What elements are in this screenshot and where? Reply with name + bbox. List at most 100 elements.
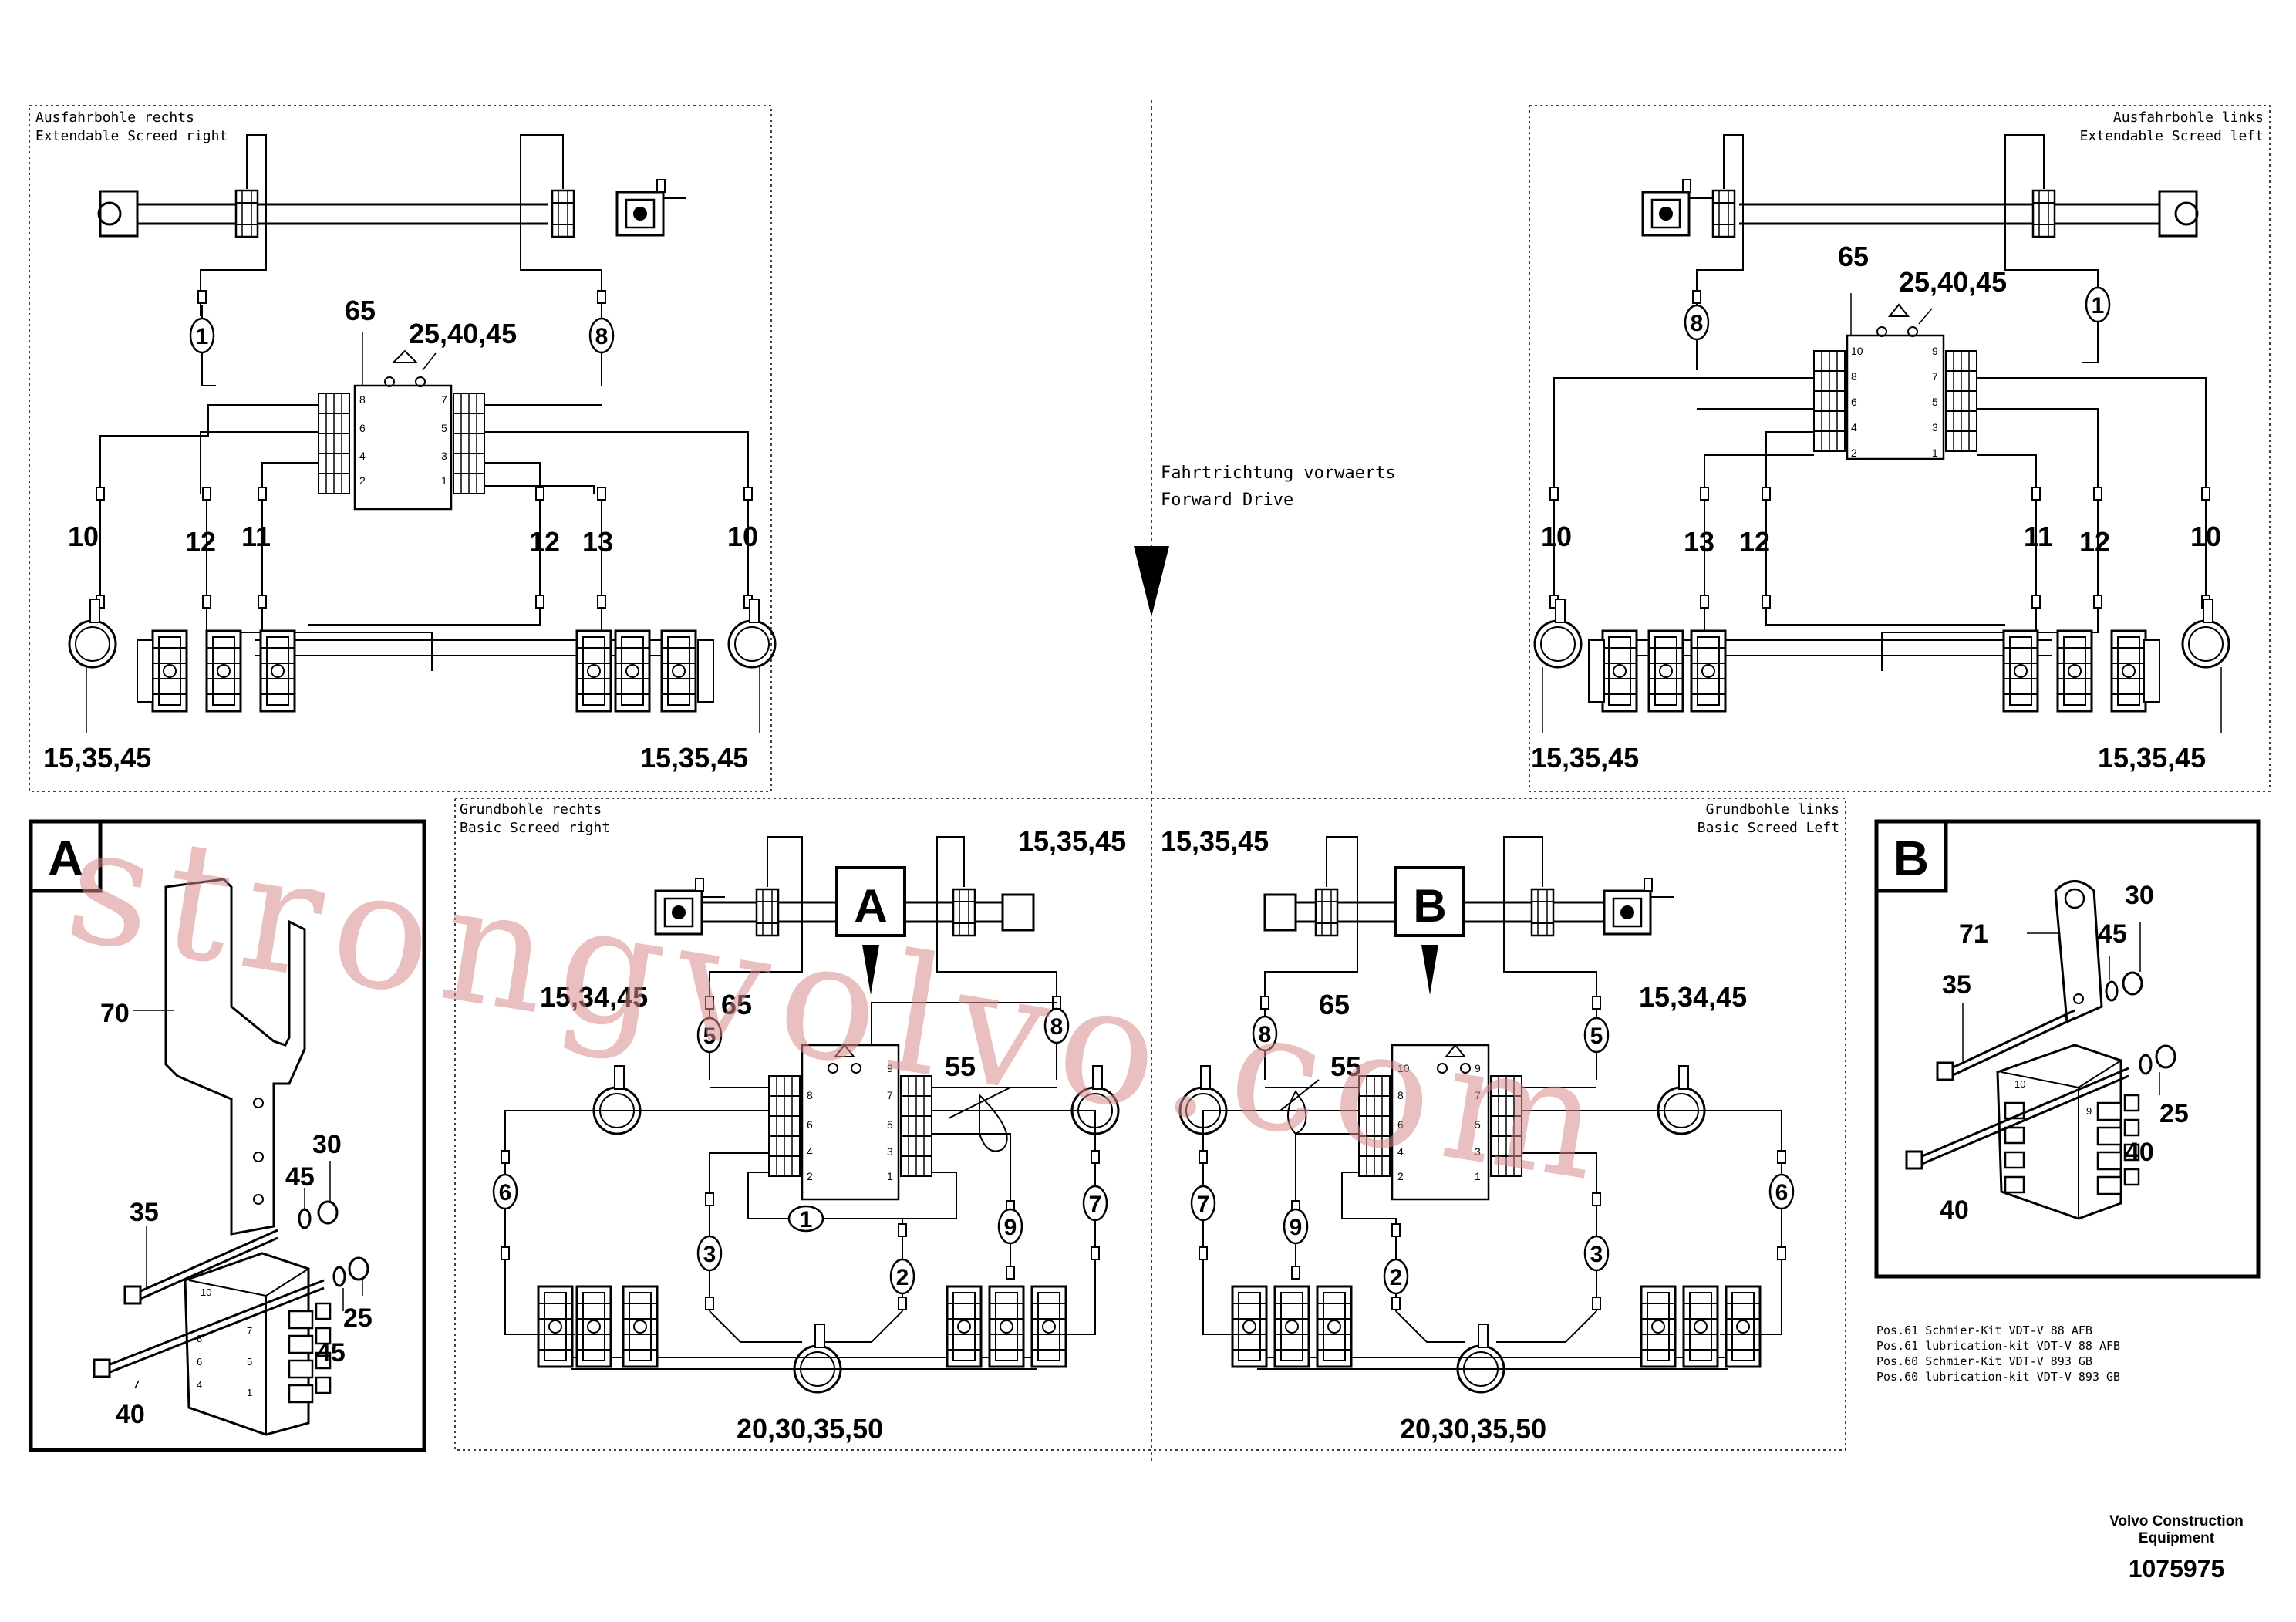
callout-15-35-45-basic-left: 15,35,45 <box>1161 825 1269 857</box>
svg-text:8: 8 <box>197 1333 202 1344</box>
svg-text:3: 3 <box>441 450 447 462</box>
callout-35-detail-a: 35 <box>130 1198 159 1227</box>
hose-3-basic-left: 3 <box>1583 1235 1610 1272</box>
svg-text:9: 9 <box>1932 345 1938 357</box>
svg-text:5: 5 <box>441 422 447 434</box>
callout-30-detail-a: 30 <box>312 1130 342 1159</box>
svg-text:9: 9 <box>1290 1215 1303 1240</box>
callout-15-35-45-ext-right-a: 15,35,45 <box>43 742 151 774</box>
callout-45-detail-a-upper: 45 <box>285 1162 315 1192</box>
callout-30-detail-b: 30 <box>2125 881 2154 910</box>
hose-8-ext-right: 8 <box>588 317 615 354</box>
callout-15-34-45-basic-left: 15,34,45 <box>1639 981 1747 1013</box>
svg-text:9: 9 <box>2086 1105 2092 1117</box>
svg-text:8: 8 <box>1259 1022 1272 1047</box>
detail-a-panel <box>29 819 426 1452</box>
svg-text:9: 9 <box>1004 1215 1017 1240</box>
kit-note-4: Pos.60 lubrication-kit VDT-V 893 GB <box>1876 1370 2120 1384</box>
svg-text:1: 1 <box>441 474 447 487</box>
basic-right-diagram <box>501 836 1120 1394</box>
ext-right-title-en: Extendable Screed right <box>35 128 228 144</box>
drawing-number: 1075975 <box>2129 1555 2225 1583</box>
callout-45-detail-b: 45 <box>2098 919 2127 949</box>
direction-label-de: Fahrtrichtung vorwaerts <box>1161 464 1396 483</box>
svg-text:6: 6 <box>1851 396 1857 408</box>
svg-text:8: 8 <box>1397 1089 1404 1101</box>
svg-text:1: 1 <box>887 1170 893 1182</box>
callout-10-ext-left-b: 10 <box>2190 521 2221 552</box>
svg-text:8: 8 <box>1851 370 1857 383</box>
company-name-line1: Volvo Construction <box>2109 1513 2244 1529</box>
callout-65-basic-right: 65 <box>721 989 752 1020</box>
callout-70: 70 <box>100 999 130 1028</box>
kit-note-3: Pos.60 Schmier-Kit VDT-V 893 GB <box>1876 1354 2092 1368</box>
detail-ref-a-box[interactable] <box>835 866 906 937</box>
svg-text:1: 1 <box>1932 447 1938 459</box>
svg-text:5: 5 <box>1590 1023 1603 1049</box>
svg-text:2: 2 <box>1851 447 1857 459</box>
detail-b-panel <box>1874 819 2261 1279</box>
callout-11-ext-left: 11 <box>2024 521 2053 552</box>
hose-2-basic-right: 2 <box>889 1258 915 1295</box>
svg-text:7: 7 <box>1197 1192 1210 1217</box>
ext-right-title-de: Ausfahrbohle rechts <box>35 110 194 126</box>
svg-text:6: 6 <box>807 1118 813 1131</box>
detail-a-tag-label: A <box>48 831 83 886</box>
detail-ref-a-label: A <box>854 880 887 932</box>
svg-text:3: 3 <box>1590 1242 1603 1267</box>
hose-5-basic-right: 5 <box>696 1017 723 1054</box>
callout-11-ext-right: 11 <box>241 521 271 552</box>
svg-text:10: 10 <box>1397 1062 1410 1074</box>
svg-text:8: 8 <box>1050 1014 1064 1040</box>
svg-text:4: 4 <box>359 450 366 462</box>
hose-2-basic-left: 2 <box>1383 1258 1409 1295</box>
svg-text:10: 10 <box>2014 1078 2025 1090</box>
svg-text:8: 8 <box>807 1089 813 1101</box>
port-labels: 8 6 4 2 7 5 3 1 10 8 6 4 2 9 7 5 3 1 8 6… <box>359 345 1938 1182</box>
hose-1-ext-left: 1 <box>2085 286 2111 323</box>
detail-b-tag <box>1874 819 1948 893</box>
svg-text:8: 8 <box>595 324 609 349</box>
detail-ref-b-box[interactable] <box>1394 866 1465 937</box>
svg-text:6: 6 <box>499 1180 512 1206</box>
hose-8-basic-left: 8 <box>1252 1015 1278 1052</box>
hose-8-basic-right: 8 <box>1043 1007 1070 1044</box>
svg-text:5: 5 <box>1475 1118 1481 1131</box>
basic-screed-frame <box>454 798 1846 1451</box>
hose-1-basic-right: 1 <box>787 1205 824 1233</box>
detail-ref-b-label: B <box>1413 880 1446 932</box>
hose-3-basic-right: 3 <box>696 1235 723 1272</box>
svg-text:1: 1 <box>1475 1170 1481 1182</box>
callout-15-34-45-basic-right: 15,34,45 <box>540 981 648 1013</box>
svg-text:6: 6 <box>1775 1180 1789 1206</box>
svg-text:7: 7 <box>1089 1192 1102 1217</box>
hose-1-ext-right: 1 <box>189 317 215 354</box>
svg-text:6: 6 <box>1397 1118 1404 1131</box>
callout-25-detail-b: 25 <box>2159 1099 2189 1128</box>
callout-65-ext-right: 65 <box>345 295 376 326</box>
svg-text:4: 4 <box>1397 1145 1404 1158</box>
svg-text:4: 4 <box>197 1379 202 1391</box>
callout-15-35-45-ext-left-b: 15,35,45 <box>2098 742 2206 774</box>
detail-b-tag-label: B <box>1893 831 1929 886</box>
svg-text:2: 2 <box>1397 1170 1404 1182</box>
callout-20-30-35-50-basic-left: 20,30,35,50 <box>1400 1413 1546 1445</box>
callout-10-ext-right-a: 10 <box>68 521 99 552</box>
callout-55-basic-left: 55 <box>1330 1050 1361 1082</box>
svg-text:7: 7 <box>1932 370 1938 383</box>
callout-15-35-45-ext-left-a: 15,35,45 <box>1531 742 1639 774</box>
svg-text:7: 7 <box>247 1325 252 1337</box>
svg-text:9: 9 <box>1475 1062 1481 1074</box>
detail-a-tag <box>29 819 103 893</box>
callout-55-basic-right: 55 <box>945 1050 976 1082</box>
svg-text:1: 1 <box>196 324 209 349</box>
basic-right-title-de: Grundbohle rechts <box>460 801 602 818</box>
callout-13-ext-right: 13 <box>582 526 613 558</box>
svg-text:2: 2 <box>807 1170 813 1182</box>
detail-b-drawing: 10 9 <box>1905 880 2176 1220</box>
ext-left-diagram <box>1533 134 2230 733</box>
callout-71: 71 <box>1959 919 1988 949</box>
hose-9-basic-right: 9 <box>997 1208 1023 1245</box>
callout-25-40-45-ext-left: 25,40,45 <box>1899 266 2007 298</box>
